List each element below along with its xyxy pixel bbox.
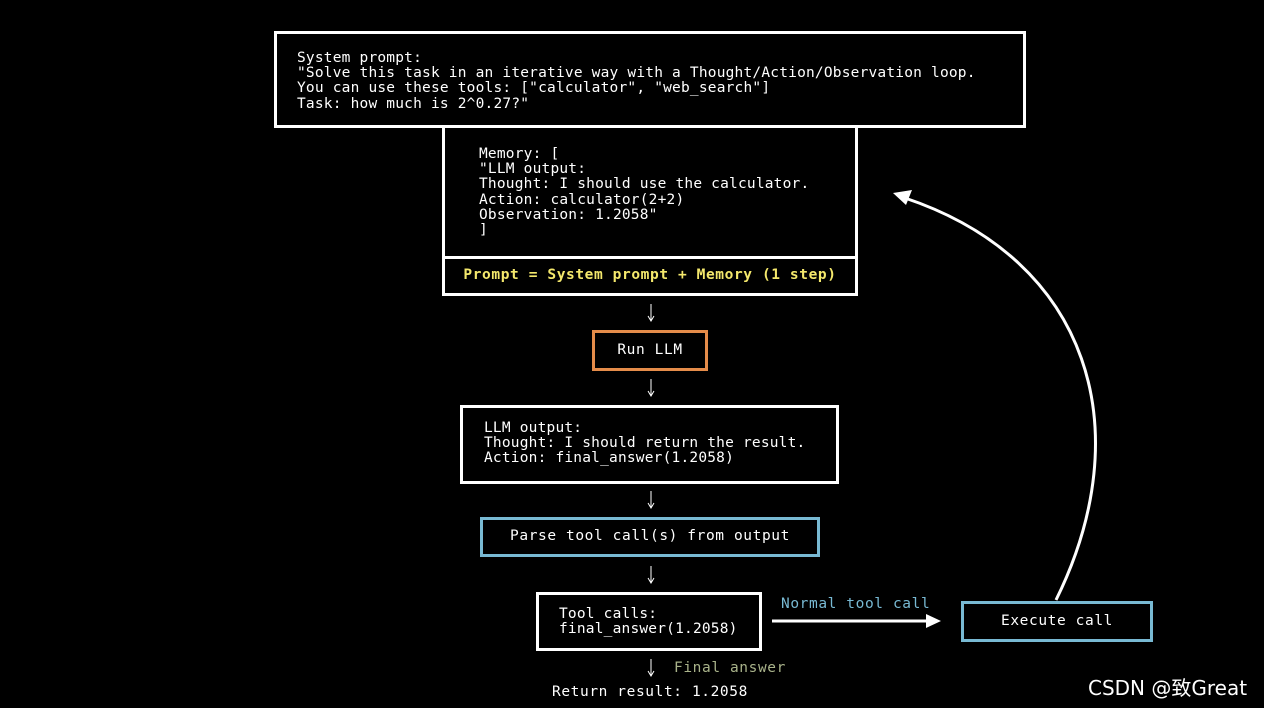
memory-box: Memory: [ "LLM output: Thought: I should… bbox=[442, 125, 858, 259]
parse-tool-calls-box: Parse tool call(s) from output bbox=[480, 517, 820, 557]
system-prompt-line: System prompt: bbox=[297, 50, 423, 66]
system-prompt-line: You can use these tools: ["calculator", … bbox=[297, 80, 771, 97]
run-llm-box: Run LLM bbox=[592, 330, 708, 371]
arrow-output-to-parse bbox=[647, 491, 655, 509]
tool-calls-box: Tool calls: final_answer(1.2058) bbox=[536, 592, 762, 651]
memory-line: ] bbox=[479, 222, 488, 239]
arrow-run-llm-to-output bbox=[647, 379, 655, 397]
arrow-loop-back-to-memory bbox=[893, 190, 1097, 601]
prompt-formula-text: Prompt = System prompt + Memory (1 step) bbox=[463, 267, 837, 284]
system-prompt-line: "Solve this task in an iterative way wit… bbox=[297, 65, 976, 82]
return-result-text: Return result: 1.2058 bbox=[552, 684, 748, 700]
execute-call-text: Execute call bbox=[1001, 612, 1113, 629]
prompt-formula-box: Prompt = System prompt + Memory (1 step) bbox=[442, 256, 858, 296]
arrow-parse-to-tool-calls bbox=[647, 566, 655, 584]
tool-calls-line: Tool calls: bbox=[559, 606, 658, 622]
final-answer-label: Final answer bbox=[674, 660, 786, 676]
llm-output-line: Thought: I should return the result. bbox=[484, 435, 806, 452]
memory-line: Action: calculator(2+2) bbox=[479, 191, 685, 208]
llm-output-line: LLM output: bbox=[484, 420, 583, 436]
parse-tool-calls-text: Parse tool call(s) from output bbox=[510, 528, 790, 545]
arrow-normal-tool-call bbox=[772, 614, 941, 628]
watermark: CSDN @致Great bbox=[1088, 676, 1248, 700]
memory-line: Memory: [ bbox=[479, 146, 560, 162]
run-llm-text: Run LLM bbox=[617, 341, 683, 358]
memory-line: Thought: I should use the calculator. bbox=[479, 176, 810, 193]
tool-calls-line: final_answer(1.2058) bbox=[559, 621, 738, 638]
memory-line: "LLM output: bbox=[479, 161, 587, 178]
llm-output-line: Action: final_answer(1.2058) bbox=[484, 450, 735, 467]
llm-output-box: LLM output: Thought: I should return the… bbox=[460, 405, 839, 484]
arrow-prompt-to-run-llm bbox=[647, 304, 655, 322]
arrow-tool-calls-to-return bbox=[647, 659, 655, 677]
execute-call-box: Execute call bbox=[961, 601, 1153, 642]
memory-line: Observation: 1.2058" bbox=[479, 206, 658, 223]
system-prompt-line: Task: how much is 2^0.27?" bbox=[297, 95, 530, 112]
system-prompt-box: System prompt: "Solve this task in an it… bbox=[274, 31, 1026, 128]
normal-tool-call-label: Normal tool call bbox=[781, 596, 931, 612]
